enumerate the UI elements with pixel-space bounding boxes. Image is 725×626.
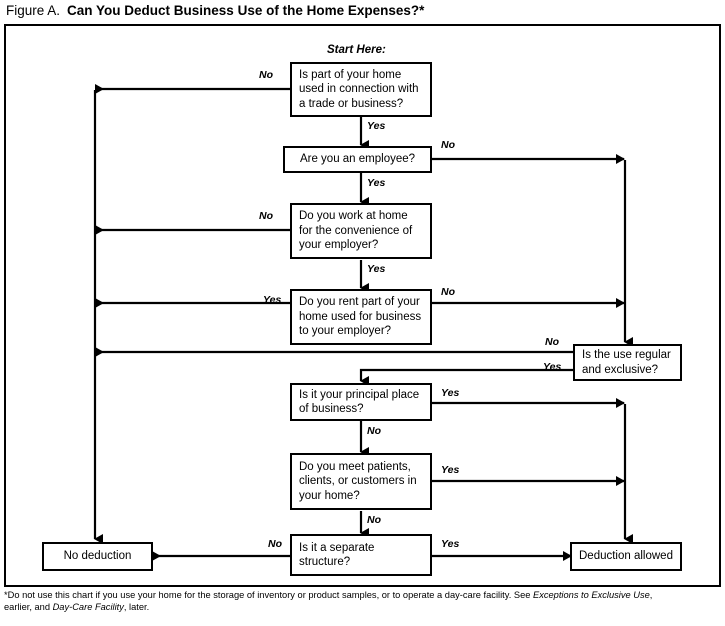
footnote-part2: , bbox=[649, 590, 653, 600]
node-line: Is the use regular bbox=[582, 349, 671, 361]
footnote: *Do not use this chart if you use your h… bbox=[4, 590, 722, 613]
node-line: home used for business bbox=[299, 310, 422, 323]
edge-label-employee-no: No bbox=[441, 139, 455, 151]
node-line: your home? bbox=[299, 489, 360, 502]
node-are-you-an-employee[interactable]: Are you an employee? bbox=[283, 146, 432, 173]
node-line: a trade or business? bbox=[299, 97, 404, 110]
node-line: Is part of your home bbox=[299, 68, 402, 81]
edge-label-home-yes: Yes bbox=[367, 120, 386, 132]
edge-label-convenience-no: No bbox=[259, 210, 273, 222]
node-line: Do you work at home bbox=[299, 210, 408, 223]
footnote-part1: *Do not use this chart if you use your h… bbox=[4, 590, 533, 600]
edge-label-patients-yes: Yes bbox=[441, 464, 460, 476]
edge-label-structure-no: No bbox=[268, 538, 282, 550]
footnote-italic-daycare: Day-Care Facility bbox=[52, 601, 124, 612]
node-line: Is it your principal place bbox=[299, 388, 420, 401]
edge-label-convenience-yes: Yes bbox=[367, 263, 386, 275]
figure-title-bar: Figure A. Can You Deduct Business Use of … bbox=[6, 2, 720, 22]
node-line: Do you rent part of your bbox=[299, 296, 420, 309]
edge-label-regular-no: No bbox=[545, 336, 559, 348]
node-rent-part-of-home[interactable]: Do you rent part of your home used for b… bbox=[290, 289, 432, 345]
node-work-at-home-convenience[interactable]: Do you work at home for the convenience … bbox=[290, 203, 432, 259]
start-here-label: Start Here: bbox=[327, 44, 386, 56]
node-line: used in connection with bbox=[299, 83, 419, 96]
node-line: to your employer? bbox=[299, 325, 392, 338]
node-line: clients, or customers in bbox=[299, 475, 417, 488]
edge-label-principal-yes: Yes bbox=[441, 387, 460, 399]
node-no-deduction[interactable]: No deduction bbox=[42, 542, 153, 571]
node-line: of business? bbox=[299, 403, 364, 415]
node-separate-structure[interactable]: Is it a separate structure? bbox=[290, 534, 432, 576]
node-line: for the convenience of bbox=[299, 224, 413, 237]
node-use-regular-exclusive[interactable]: Is the use regular and exclusive? bbox=[573, 344, 682, 381]
edge-label-employee-yes: Yes bbox=[367, 177, 386, 189]
edge-label-structure-yes: Yes bbox=[441, 538, 460, 550]
figure-label: Figure A. bbox=[6, 3, 61, 18]
node-principal-place-of-business[interactable]: Is it your principal place of business? bbox=[290, 383, 432, 421]
edge-label-home-no: No bbox=[259, 69, 273, 81]
node-line: Do you meet patients, bbox=[299, 460, 411, 473]
node-line: Are you an employee? bbox=[299, 153, 416, 166]
page-title: Can You Deduct Business Use of the Home … bbox=[67, 3, 425, 18]
node-home-used-trade-business[interactable]: Is part of your home used in connection … bbox=[290, 62, 432, 117]
edge-label-rent-yes: Yes bbox=[263, 294, 282, 306]
node-deduction-allowed[interactable]: Deduction allowed bbox=[570, 542, 682, 571]
edge-label-rent-no: No bbox=[441, 286, 455, 298]
footnote-part3: earlier, and bbox=[4, 601, 53, 612]
node-line: No deduction bbox=[63, 550, 132, 563]
node-line: Is it a separate bbox=[299, 541, 375, 554]
edge-label-principal-no: No bbox=[367, 425, 381, 437]
edge-label-patients-no: No bbox=[367, 514, 381, 526]
node-line: your employer? bbox=[299, 239, 379, 252]
node-meet-patients-clients-customers[interactable]: Do you meet patients, clients, or custom… bbox=[290, 453, 432, 510]
node-line: and exclusive? bbox=[582, 363, 659, 376]
node-line: structure? bbox=[299, 556, 351, 568]
footnote-part4: , later. bbox=[123, 601, 150, 612]
footnote-italic-exceptions: Exceptions to Exclusive Use bbox=[533, 590, 650, 600]
node-line: Deduction allowed bbox=[579, 550, 673, 563]
edge-label-regular-yes: Yes bbox=[543, 361, 562, 373]
